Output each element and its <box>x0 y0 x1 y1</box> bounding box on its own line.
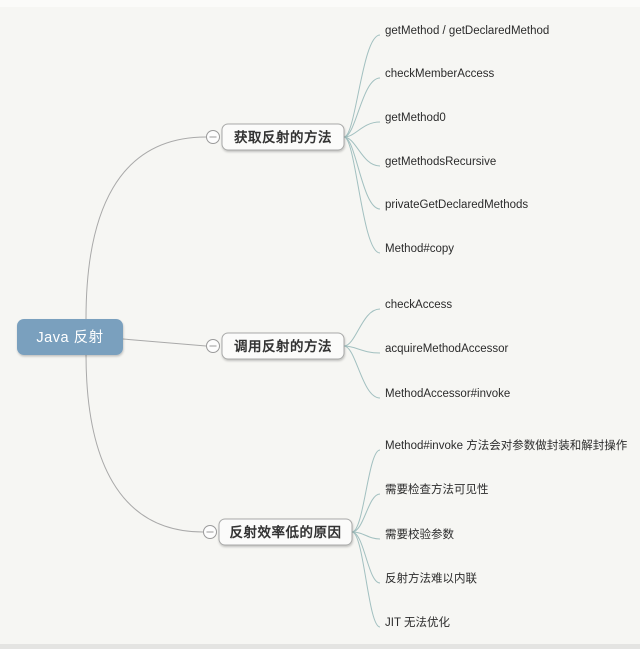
branch-node-box[interactable] <box>221 123 345 151</box>
connector-branch2-leaf2 <box>343 345 381 354</box>
bottom-edge-strip <box>0 644 640 649</box>
leaf-node-label[interactable]: 需要检查方法可见性 <box>385 482 489 496</box>
branch-node-get-methods[interactable]: 获取反射的方法 <box>221 123 345 151</box>
leaf-node-label[interactable]: getMethod / getDeclaredMethod <box>385 25 549 37</box>
connector-branch3-leaf4 <box>351 531 381 584</box>
branch-node-label: 反射效率低的原因 <box>230 524 342 540</box>
connector-branch3-leaf5 <box>351 531 381 628</box>
leaf-node-label[interactable]: JIT 无法优化 <box>385 615 450 629</box>
leaf-node-label[interactable]: 反射方法难以内联 <box>385 571 477 585</box>
connector-branch3-leaf1 <box>351 449 381 533</box>
leaf-node-label[interactable]: checkAccess <box>385 299 452 311</box>
connector-root-branch1 <box>85 136 207 320</box>
top-edge-strip <box>0 0 640 7</box>
leaf-node-label[interactable]: getMethod0 <box>385 112 446 124</box>
connector-branch1-leaf6 <box>343 136 381 254</box>
connector-branch1-leaf3 <box>343 121 381 138</box>
connector-root-branch3 <box>85 353 204 533</box>
leaf-node-label[interactable]: Method#invoke 方法会对参数做封装和解封操作 <box>385 438 628 452</box>
collapse-toggle-branch1[interactable] <box>206 130 220 144</box>
collapse-toggle-branch3[interactable] <box>203 525 217 539</box>
leaf-node-label[interactable]: 需要校验参数 <box>385 527 454 541</box>
branch-node-invoke-methods[interactable]: 调用反射的方法 <box>221 332 345 360</box>
branch-node-box[interactable] <box>221 332 345 360</box>
leaf-node-label[interactable]: MethodAccessor#invoke <box>385 388 510 400</box>
leaf-node-label[interactable]: privateGetDeclaredMethods <box>385 199 528 211</box>
root-node[interactable]: Java 反射 <box>17 319 123 355</box>
leaf-node-label[interactable]: Method#copy <box>385 243 454 255</box>
branch-node-label: 获取反射的方法 <box>234 129 332 145</box>
connector-branch1-leaf5 <box>343 136 381 210</box>
root-node-label: Java 反射 <box>36 329 103 346</box>
connector-branch1-leaf1 <box>343 34 381 138</box>
connector-branch3-leaf2 <box>351 493 381 533</box>
leaf-node-label[interactable]: acquireMethodAccessor <box>385 343 509 355</box>
connector-branch1-leaf2 <box>343 77 381 138</box>
branch-node-box[interactable] <box>218 518 353 546</box>
connector-branch3-leaf3 <box>351 531 381 540</box>
leaf-node-label[interactable]: getMethodsRecursive <box>385 156 496 168</box>
connector-root-branch2 <box>122 338 207 347</box>
root-node-box[interactable] <box>17 319 123 355</box>
collapse-toggle-branch2[interactable] <box>206 339 220 353</box>
leaf-node-label[interactable]: checkMemberAccess <box>385 68 495 80</box>
branch-node-label: 调用反射的方法 <box>234 338 332 354</box>
connector-branch2-leaf1 <box>343 308 381 347</box>
connector-branch2-leaf3 <box>343 345 381 399</box>
branch-node-low-efficiency[interactable]: 反射效率低的原因 <box>218 518 353 546</box>
